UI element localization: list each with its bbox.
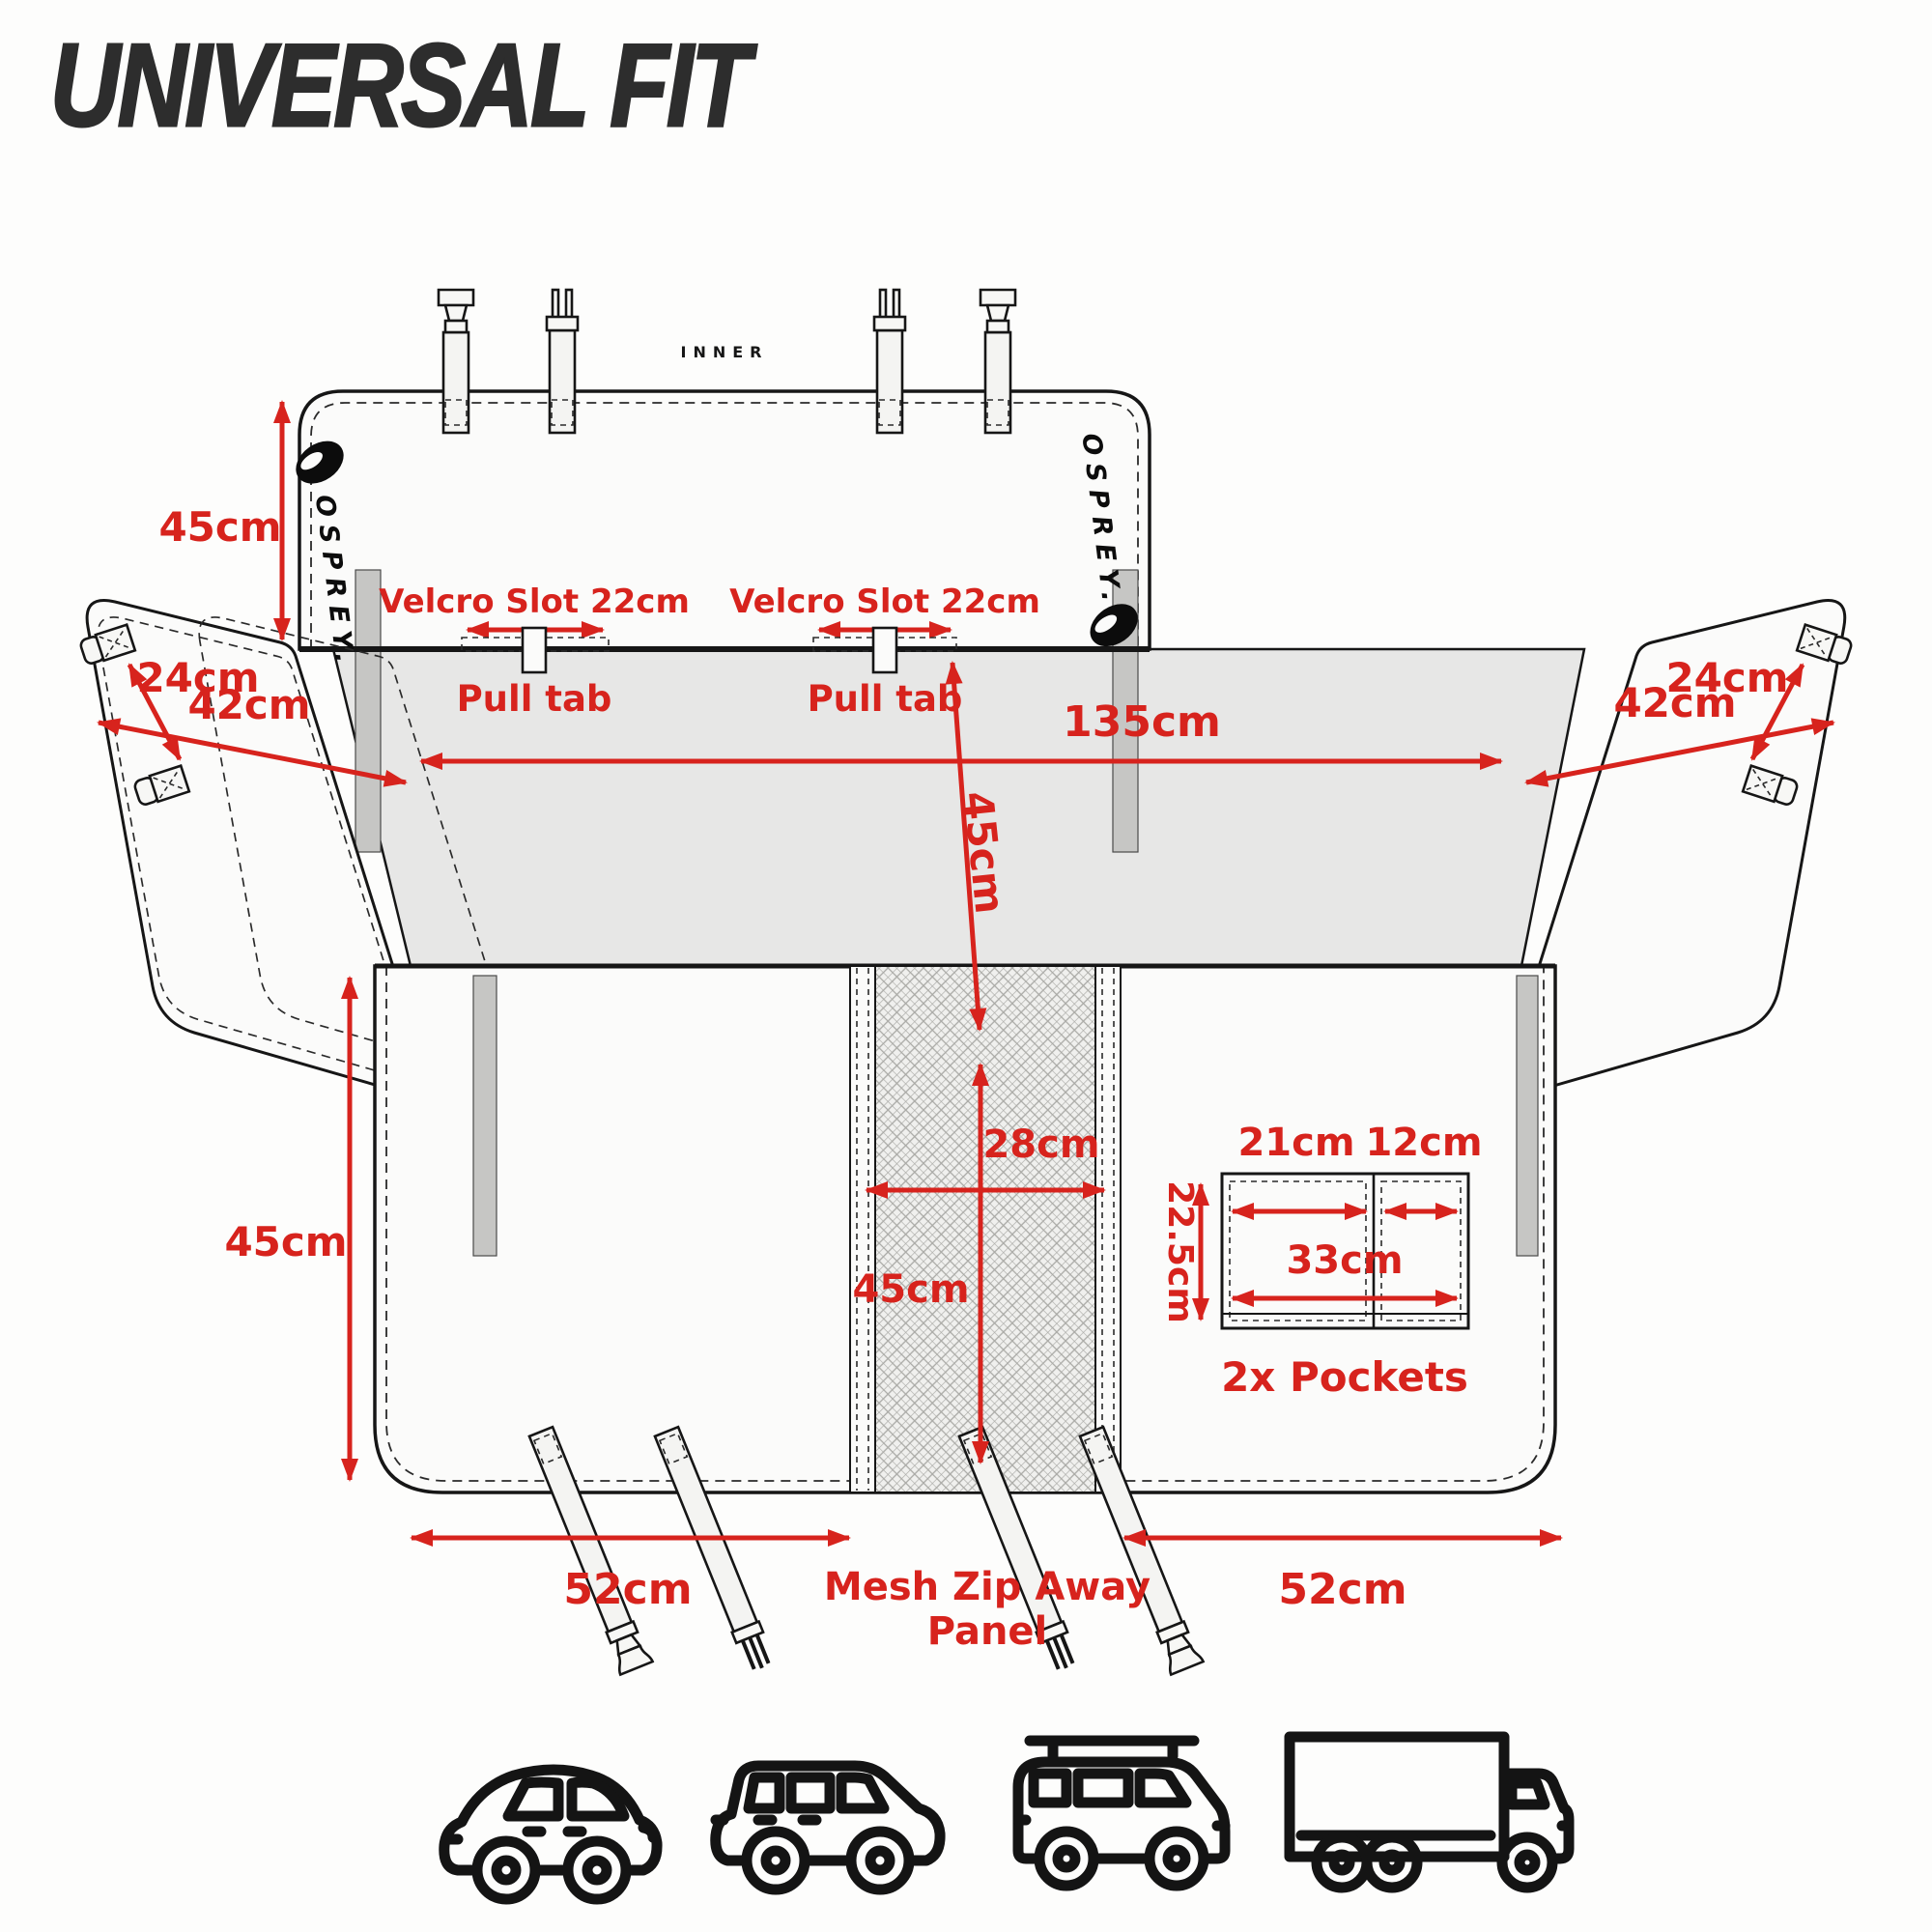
vehicle-icons bbox=[439, 1731, 1575, 1905]
pull-tab bbox=[871, 626, 898, 674]
pocket-left-label: 21cm bbox=[1237, 1121, 1354, 1165]
car-icon bbox=[439, 1764, 663, 1905]
mesh-width-label: 28cm bbox=[982, 1122, 1099, 1167]
left-strip bbox=[472, 975, 497, 1257]
velcro-slot-2-label: Velcro Slot 22cm bbox=[729, 582, 1040, 621]
left-strip bbox=[355, 569, 382, 853]
seat-width-label: 135cm bbox=[1063, 697, 1221, 747]
page-title: UNIVERSAL FIT bbox=[49, 17, 761, 152]
pocket-height-label: 22.5cm bbox=[1160, 1180, 1200, 1323]
flap-buckle-icon bbox=[79, 623, 137, 665]
pull-tab-2-label: Pull tab bbox=[808, 678, 963, 720]
flap-buckle-icon bbox=[1795, 623, 1853, 665]
velcro-slot-2: Velcro Slot 22cm Pull tab bbox=[729, 582, 1040, 720]
title-text: UNIVERSAL FIT bbox=[50, 19, 756, 152]
mesh-height-label: 45cm bbox=[852, 1267, 969, 1312]
osprey-circle-icon bbox=[296, 440, 344, 484]
pockets-caption: 2x Pockets bbox=[1221, 1353, 1468, 1401]
top-strap-buckle bbox=[545, 288, 580, 435]
arrow-seat-depth bbox=[945, 661, 987, 1032]
pocket-total-label: 33cm bbox=[1286, 1238, 1403, 1283]
inner-label: INNER bbox=[681, 343, 769, 361]
top-strap-buckle bbox=[979, 288, 1017, 435]
arrow-right-flap-42 bbox=[1524, 718, 1835, 787]
bottom-height-label: 45cm bbox=[224, 1218, 347, 1265]
top-strap-buckle bbox=[872, 288, 907, 435]
dimension-annotations: 45cm 24cm 42cm 24cm 42cm 135cm 45cm 45cm… bbox=[97, 400, 1835, 1654]
arrow-left-flap-42 bbox=[97, 718, 408, 787]
mesh-caption-line2: Panel bbox=[927, 1609, 1048, 1654]
pull-tab bbox=[521, 626, 548, 674]
mesh-caption-line1: Mesh Zip Away bbox=[824, 1565, 1151, 1609]
van-icon bbox=[1012, 1735, 1231, 1891]
right-flap-42-label: 42cm bbox=[1613, 679, 1736, 726]
mesh-zip-panel bbox=[849, 965, 1122, 1493]
left-flap-24-label: 24cm bbox=[136, 654, 259, 701]
bottom-panel bbox=[373, 963, 1557, 1494]
right-flap-24-label: 24cm bbox=[1665, 654, 1788, 701]
right-strip bbox=[1516, 975, 1539, 1257]
pull-tab-1-label: Pull tab bbox=[457, 678, 612, 720]
suv-icon bbox=[710, 1760, 946, 1895]
bottom-right-52-label: 52cm bbox=[1278, 1565, 1406, 1614]
bottom-left-52-label: 52cm bbox=[563, 1565, 692, 1614]
backrest-height-label: 45cm bbox=[158, 503, 281, 551]
backrest-panel: OSPREY. OSPREY. bbox=[296, 389, 1151, 853]
left-flap-42-label: 42cm bbox=[187, 681, 310, 728]
truck-icon bbox=[1284, 1731, 1575, 1893]
osprey-circle-icon bbox=[1090, 604, 1138, 647]
velcro-slot-1-label: Velcro Slot 22cm bbox=[379, 582, 690, 621]
top-strap-buckle bbox=[437, 288, 475, 435]
bottom-strap-buckle bbox=[957, 1425, 1075, 1670]
velcro-slot-1: Velcro Slot 22cm Pull tab bbox=[379, 582, 690, 720]
pocket-right-label: 12cm bbox=[1365, 1121, 1482, 1165]
